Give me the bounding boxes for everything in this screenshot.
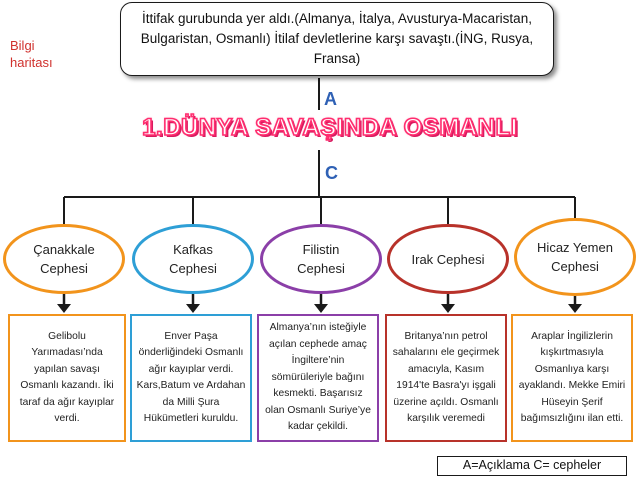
front-name: Çanakkale Cephesi bbox=[33, 242, 95, 276]
front-description: Gelibolu Yarımadası’nda yapılan savaşı O… bbox=[19, 330, 115, 425]
front-description-box: Enver Paşa önderliğindeki Osmanlı ağır k… bbox=[130, 314, 252, 442]
front-name: Kafkas Cephesi bbox=[169, 242, 217, 276]
front-description: Enver Paşa önderliğindeki Osmanlı ağır k… bbox=[136, 330, 246, 425]
front-oval: Çanakkale Cephesi bbox=[3, 224, 125, 294]
description-box: İttifak gurubunda yer aldı.(Almanya, İta… bbox=[120, 2, 554, 76]
front-oval: Filistin Cephesi bbox=[260, 224, 382, 294]
arrow-head bbox=[441, 304, 455, 313]
letter-c: C bbox=[325, 163, 338, 183]
front-oval: Hicaz Yemen Cephesi bbox=[514, 218, 636, 296]
arrow-head bbox=[568, 304, 582, 313]
front-description: Almanya’nın isteğiyle açılan cephede ama… bbox=[265, 322, 371, 433]
front-description-box: Almanya’nın isteğiyle açılan cephede ama… bbox=[257, 314, 379, 442]
diagram-title: 1.DÜNYA SAVAŞINDA OSMANLI bbox=[141, 113, 518, 142]
front-oval: Irak Cephesi bbox=[387, 224, 509, 294]
front-name: Irak Cephesi bbox=[411, 251, 485, 267]
front-name: Filistin Cephesi bbox=[297, 242, 345, 276]
front-description: Britanya’nın petrol sahalarını ele geçir… bbox=[392, 330, 500, 425]
letter-a: A bbox=[324, 89, 337, 109]
front-oval: Kafkas Cephesi bbox=[132, 224, 254, 294]
front-description: Araplar İngilizlerin kışkırtmasıyla Osma… bbox=[518, 330, 626, 425]
front-description-box: Britanya’nın petrol sahalarını ele geçir… bbox=[385, 314, 507, 442]
corner-label: Bilgi haritası bbox=[10, 38, 53, 70]
front-name: Hicaz Yemen Cephesi bbox=[537, 240, 613, 274]
front-description-box: Araplar İngilizlerin kışkırtmasıyla Osma… bbox=[511, 314, 633, 442]
arrow-head bbox=[186, 304, 200, 313]
arrow-head bbox=[314, 304, 328, 313]
front-description-box: Gelibolu Yarımadası’nda yapılan savaşı O… bbox=[8, 314, 126, 442]
arrow-head bbox=[57, 304, 71, 313]
legend-box: A=Açıklama C= cepheler bbox=[437, 456, 627, 476]
